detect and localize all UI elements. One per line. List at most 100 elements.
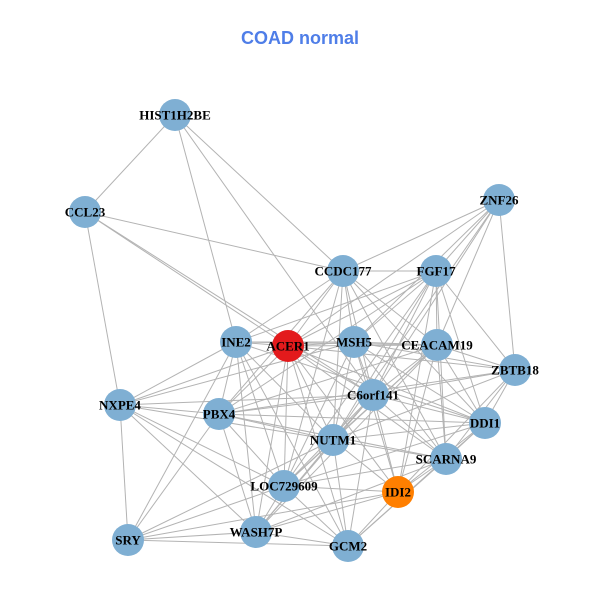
edge-CCDC177-CEACAM19 — [342, 270, 438, 346]
edge-IDI2-SRY — [127, 491, 399, 541]
node-circle[interactable] — [69, 196, 101, 228]
node-LOC729609[interactable] — [268, 470, 300, 502]
edge-PBX4-NUTM1 — [218, 413, 334, 441]
edge-MSH5-LOC729609 — [283, 341, 355, 487]
node-IDI2[interactable] — [382, 476, 414, 508]
node-CCDC177[interactable] — [327, 255, 359, 287]
edge-PBX4-LOC729609 — [218, 413, 285, 487]
edge-ZNF26-ACER1 — [287, 199, 500, 347]
node-CCL23[interactable] — [69, 196, 101, 228]
edge-FGF17-ZBTB18 — [435, 270, 516, 371]
edge-MSH5-NUTM1 — [332, 341, 355, 441]
node-circle[interactable] — [327, 255, 359, 287]
node-circle[interactable] — [203, 398, 235, 430]
edge-INE2-WASH7P — [235, 341, 257, 533]
node-circle[interactable] — [430, 443, 462, 475]
node-circle[interactable] — [159, 99, 191, 131]
node-label: NUTM1 — [310, 433, 356, 448]
node-SRY[interactable] — [112, 524, 144, 556]
node-label: CCL23 — [65, 205, 106, 220]
edge-LOC729609-SRY — [127, 485, 285, 541]
edge-FGF17-NUTM1 — [332, 270, 437, 441]
edge-C6orf141-IDI2 — [372, 394, 399, 493]
edge-FGF17-C6orf141 — [372, 270, 437, 396]
edge-FGF17-SCARNA9 — [435, 270, 447, 460]
node-FGF17[interactable] — [420, 255, 452, 287]
edge-MSH5-DDI1 — [353, 341, 486, 424]
edge-NXPE4-LOC729609 — [119, 404, 285, 487]
edge-CCL23-CCDC177 — [84, 211, 344, 272]
node-GCM2[interactable] — [332, 530, 364, 562]
edge-PBX4-DDI1 — [218, 413, 486, 424]
node-circle[interactable] — [272, 330, 304, 362]
node-INE2[interactable] — [220, 326, 252, 358]
node-label: ZNF26 — [480, 193, 520, 208]
node-label: WASH7P — [230, 525, 283, 540]
edge-NXPE4-PBX4 — [119, 404, 220, 415]
edge-CCDC177-SCARNA9 — [342, 270, 447, 460]
node-PBX4[interactable] — [203, 398, 235, 430]
node-label: PBX4 — [203, 407, 236, 422]
node-ZNF26[interactable] — [483, 184, 515, 216]
edge-CCL23-NXPE4 — [84, 211, 121, 406]
node-circle[interactable] — [220, 326, 252, 358]
node-label: MSH5 — [336, 335, 373, 350]
edge-ZBTB18-NUTM1 — [332, 369, 516, 441]
node-NXPE4[interactable] — [104, 389, 136, 421]
node-label: CCDC177 — [314, 264, 372, 279]
edge-CCDC177-INE2 — [235, 270, 344, 343]
edge-MSH5-NXPE4 — [119, 341, 355, 406]
node-MSH5[interactable] — [338, 326, 370, 358]
edge-ZBTB18-IDI2 — [397, 369, 516, 493]
edge-C6orf141-DDI1 — [372, 394, 486, 424]
node-circle[interactable] — [421, 329, 453, 361]
node-ACER1[interactable] — [272, 330, 304, 362]
edge-NUTM1-SCARNA9 — [332, 439, 447, 460]
edge-CCL23-ACER1 — [84, 211, 289, 347]
node-circle[interactable] — [357, 379, 389, 411]
node-label: ACER1 — [266, 339, 309, 354]
node-circle[interactable] — [332, 530, 364, 562]
node-circle[interactable] — [483, 184, 515, 216]
edge-INE2-SRY — [127, 341, 237, 541]
node-label: SRY — [115, 533, 141, 548]
edge-FGF17-LOC729609 — [283, 270, 437, 487]
edge-CCDC177-LOC729609 — [283, 270, 344, 487]
node-circle[interactable] — [499, 354, 531, 386]
node-NUTM1[interactable] — [317, 424, 349, 456]
node-circle[interactable] — [112, 524, 144, 556]
edge-NXPE4-GCM2 — [119, 404, 349, 547]
edge-NXPE4-WASH7P — [119, 404, 257, 533]
node-circle[interactable] — [338, 326, 370, 358]
node-HIST1H2BE[interactable] — [159, 99, 191, 131]
node-circle[interactable] — [240, 516, 272, 548]
edge-ACER1-IDI2 — [287, 345, 399, 493]
edge-HIST1H2BE-CCDC177 — [174, 114, 344, 272]
edge-SCARNA9-WASH7P — [255, 458, 447, 533]
node-circle[interactable] — [382, 476, 414, 508]
edge-INE2-GCM2 — [235, 341, 349, 547]
node-circle[interactable] — [420, 255, 452, 287]
node-C6orf141[interactable] — [357, 379, 389, 411]
edge-HIST1H2BE-CCL23 — [84, 114, 176, 213]
edge-CEACAM19-PBX4 — [218, 344, 438, 415]
edge-ACER1-NUTM1 — [287, 345, 334, 441]
node-ZBTB18[interactable] — [499, 354, 531, 386]
edge-INE2-NXPE4 — [119, 341, 237, 406]
node-CEACAM19[interactable] — [421, 329, 453, 361]
node-SCARNA9[interactable] — [430, 443, 462, 475]
edge-NUTM1-GCM2 — [332, 439, 349, 547]
node-label: FGF17 — [417, 264, 456, 279]
edge-ACER1-C6orf141 — [287, 345, 374, 396]
node-WASH7P[interactable] — [240, 516, 272, 548]
node-circle[interactable] — [104, 389, 136, 421]
node-circle[interactable] — [317, 424, 349, 456]
edge-ACER1-NXPE4 — [119, 345, 289, 406]
node-DDI1[interactable] — [469, 407, 501, 439]
node-circle[interactable] — [469, 407, 501, 439]
edge-C6orf141-PBX4 — [218, 394, 374, 415]
node-circle[interactable] — [268, 470, 300, 502]
edge-ACER1-PBX4 — [218, 345, 289, 415]
